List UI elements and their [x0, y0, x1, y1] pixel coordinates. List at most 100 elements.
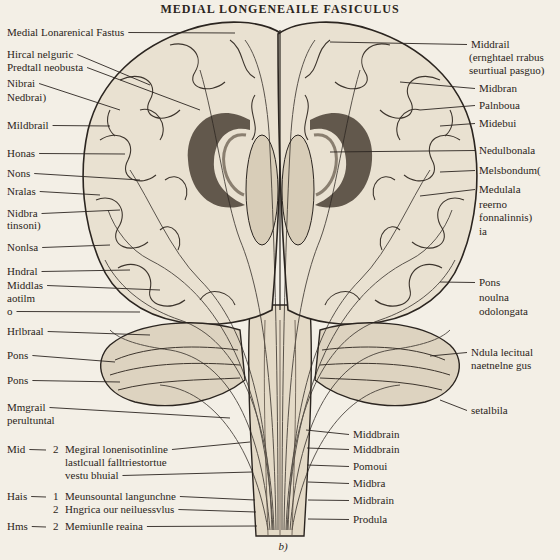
part-label: Nedbrai) — [6, 91, 47, 104]
part-label: Hrlbraal — [6, 325, 45, 338]
part-label: Ndula lecitual — [470, 346, 534, 359]
leader-line — [440, 124, 475, 127]
part-label: Medial Lonarenical Fastus — [6, 26, 125, 39]
leader-line — [122, 472, 252, 476]
leader-line — [330, 42, 467, 45]
diagram-title: MEDIAL LONGENEAILE FASICULUS — [159, 3, 400, 16]
part-label: ia — [478, 225, 488, 238]
part-label: Hngrica our neiluessvlus — [64, 503, 175, 516]
leader-line — [39, 153, 125, 155]
leader-line — [42, 210, 120, 214]
leader-line — [306, 430, 349, 435]
part-label: naetnelne gus — [470, 359, 532, 372]
hatch-line — [280, 320, 281, 535]
part-label: Pomoui — [352, 460, 388, 473]
part-label: Midbrain — [352, 494, 395, 507]
leader-line — [420, 190, 475, 197]
part-label: vestu bhuial — [64, 469, 119, 482]
part-label: Hndral — [6, 265, 39, 278]
part-label: Palnboua — [478, 99, 521, 112]
figure-caption: b) — [277, 540, 288, 553]
part-label: seurtiual pasguo) — [468, 64, 545, 77]
part-label: Megiral lonenisotinline — [64, 443, 169, 456]
leader-line — [53, 125, 110, 127]
part-label: aotilm — [6, 292, 36, 305]
part-label: Midbran — [478, 82, 518, 95]
part-label: perultuntal — [6, 414, 56, 427]
leader-line — [420, 106, 475, 111]
part-label: Mildbrail — [6, 119, 50, 132]
part-label: Meunsountal langunchne — [64, 490, 177, 503]
part-label: Mid — [6, 443, 26, 456]
leader-line — [48, 332, 150, 336]
hatch-line — [264, 320, 268, 535]
part-label: Honas — [6, 147, 36, 160]
leader-line — [308, 500, 349, 502]
leader-line — [34, 174, 140, 181]
part-label: 2 — [52, 443, 60, 456]
part-label: Medulala — [478, 183, 522, 196]
leader-line — [430, 353, 467, 357]
leader-line — [50, 408, 231, 419]
leader-line — [307, 465, 349, 467]
leader-line — [178, 510, 256, 513]
leader-line — [17, 311, 141, 313]
hatch-line — [292, 320, 296, 535]
part-label: Nedulbonala — [478, 144, 536, 157]
leader-line — [440, 171, 475, 173]
part-label: noulna — [478, 291, 510, 304]
part-label: Produla — [352, 513, 388, 526]
leader-line — [308, 482, 349, 484]
leader-line — [308, 519, 349, 521]
leader-line — [47, 286, 160, 291]
part-label: Pons — [478, 276, 501, 289]
part-label: Middlas — [6, 279, 44, 292]
part-label: 1 — [52, 490, 60, 503]
part-label: lastlcuall falltriestortue — [64, 456, 168, 469]
part-label: reerno — [478, 198, 508, 211]
part-label: odolongata — [478, 305, 529, 318]
part-label: Pons — [6, 374, 29, 387]
leader-line — [440, 282, 475, 284]
leader-line — [29, 449, 46, 451]
part-label: setalbila — [470, 404, 509, 417]
part-label: Middbrain — [352, 443, 400, 456]
leader-line — [39, 84, 120, 111]
part-label: Nibrai — [6, 77, 36, 90]
part-label: Hais — [6, 490, 28, 503]
part-label: Nralas — [6, 185, 37, 198]
leader-line — [172, 442, 250, 450]
leader-line — [31, 496, 46, 498]
part-label: Pons — [6, 349, 29, 362]
part-label: tinsoni) — [6, 219, 42, 232]
leader-line — [330, 151, 475, 153]
leader-line — [32, 381, 120, 383]
part-label: 2 — [52, 520, 60, 533]
leader-line — [42, 270, 130, 272]
leader-line — [147, 526, 257, 528]
leader-line — [77, 55, 150, 86]
part-label: 2 — [52, 503, 60, 516]
leader-line — [307, 448, 349, 450]
part-label: Middrail — [470, 38, 511, 51]
part-label: Hircal nelguric — [6, 48, 74, 61]
right-half — [278, 22, 477, 530]
leader-line — [440, 400, 467, 411]
leader-line — [32, 356, 115, 363]
leader-line — [180, 497, 255, 501]
leader-line — [42, 245, 110, 248]
part-label: Predtall neobusta — [6, 61, 84, 74]
part-label: Midbra — [352, 477, 386, 490]
part-label: Midebui — [478, 117, 517, 130]
leader-line — [400, 82, 475, 89]
part-label: Nons — [6, 167, 31, 180]
part-label: Memiunlle reaina — [64, 520, 144, 533]
part-label: Nonlsa — [6, 241, 39, 254]
part-label: Hms — [6, 520, 29, 533]
part-label: Melsbondum( — [478, 164, 542, 177]
part-label: fonnalinnis) — [478, 211, 533, 224]
part-label: Middbrain — [352, 428, 400, 441]
leader-line — [32, 526, 46, 528]
leader-line — [128, 32, 235, 34]
